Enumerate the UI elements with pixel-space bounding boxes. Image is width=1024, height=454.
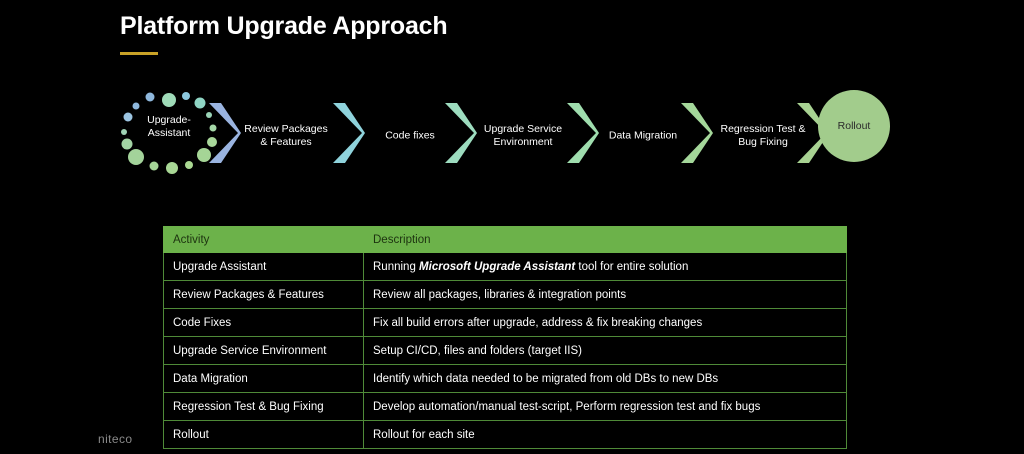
flow-chevron-2 (331, 102, 367, 164)
table-row: Review Packages & Features Review all pa… (163, 280, 847, 309)
flow-step-label-3: Upgrade Service Environment (479, 123, 567, 149)
flow-step-3-line1: Upgrade Service (483, 123, 563, 135)
process-flow-diagram: Upgrade- Assistant Review Packages & Fea… (110, 86, 910, 186)
cell-activity: Data Migration (163, 364, 364, 393)
flow-chevron-6 (795, 102, 831, 164)
cell-description: Running Microsoft Upgrade Assistant tool… (363, 252, 847, 281)
cell-description: Fix all build errors after upgrade, addr… (363, 308, 847, 337)
cell-activity: Upgrade Assistant (163, 252, 364, 281)
desc-post: tool for entire solution (575, 260, 689, 273)
cell-description: Identify which data needed to be migrate… (363, 364, 847, 393)
cell-activity: Regression Test & Bug Fixing (163, 392, 364, 421)
flow-chevron-4 (565, 102, 601, 164)
flow-start-node-label-line2: Assistant (147, 127, 191, 139)
flow-start-node-label-line1: Upgrade- (147, 114, 191, 126)
cell-description: Review all packages, libraries & integra… (363, 280, 847, 309)
table-row: Upgrade Service Environment Setup CI/CD,… (163, 336, 847, 365)
desc-pre: Develop automation/manual test-script, P… (373, 400, 761, 413)
desc-emphasis: Microsoft Upgrade Assistant (419, 260, 576, 273)
page-title: Platform Upgrade Approach (120, 12, 448, 40)
flow-start-node-label: Upgrade- Assistant (114, 114, 224, 140)
cell-description: Setup CI/CD, files and folders (target I… (363, 336, 847, 365)
table-row: Upgrade Assistant Running Microsoft Upgr… (163, 252, 847, 281)
flow-step-label-4: Data Migration (601, 130, 685, 143)
flow-step-label-1: Review Packages & Features (243, 123, 329, 149)
flow-step-5-line2: Bug Fixing (738, 136, 788, 148)
desc-pre: Identify which data needed to be migrate… (373, 372, 719, 385)
activity-description-table: Activity Description Upgrade Assistant R… (163, 226, 847, 449)
flow-step-4-line1: Data Migration (608, 129, 678, 142)
desc-pre: Review all packages, libraries & integra… (373, 288, 627, 301)
flow-step-2-line1: Code fixes (385, 129, 435, 142)
cell-activity: Rollout (163, 420, 364, 449)
flow-chevron-1 (207, 102, 243, 164)
dot-ring-icon (121, 92, 217, 174)
desc-pre: Fix all build errors after upgrade, addr… (373, 316, 703, 329)
table-row: Code Fixes Fix all build errors after up… (163, 308, 847, 337)
table-row: Rollout Rollout for each site (163, 420, 847, 449)
cell-description: Rollout for each site (363, 420, 847, 449)
desc-pre: Running (373, 260, 420, 273)
flow-end-node-rollout: Rollout (818, 90, 890, 162)
table-header-row: Activity Description (163, 226, 847, 253)
table-row: Data Migration Identify which data neede… (163, 364, 847, 393)
flow-start-node-dot-cluster: Upgrade- Assistant (114, 86, 224, 178)
desc-pre: Rollout for each site (373, 428, 475, 441)
flow-chevron-3 (443, 102, 479, 164)
flow-step-label-5: Regression Test & Bug Fixing (715, 123, 811, 149)
niteco-logo: niteco (98, 432, 133, 446)
title-underline-rule (120, 52, 158, 55)
flow-step-5-line1: Regression Test & (720, 123, 806, 135)
column-header-description: Description (363, 226, 847, 253)
cell-activity: Review Packages & Features (163, 280, 364, 309)
flow-step-3-line2: Environment (493, 136, 553, 148)
flow-chevron-5 (679, 102, 715, 164)
cell-description: Develop automation/manual test-script, P… (363, 392, 847, 421)
cell-activity: Code Fixes (163, 308, 364, 337)
cell-activity: Upgrade Service Environment (163, 336, 364, 365)
column-header-activity: Activity (163, 226, 364, 253)
title-block: Platform Upgrade Approach (120, 12, 448, 55)
flow-step-1-line1: Review Packages (244, 123, 328, 135)
desc-pre: Setup CI/CD, files and folders (target I… (373, 344, 583, 357)
flow-end-node-label: Rollout (837, 120, 871, 132)
table-row: Regression Test & Bug Fixing Develop aut… (163, 392, 847, 421)
flow-step-1-line2: & Features (260, 136, 312, 148)
flow-step-label-2: Code fixes (367, 130, 453, 143)
